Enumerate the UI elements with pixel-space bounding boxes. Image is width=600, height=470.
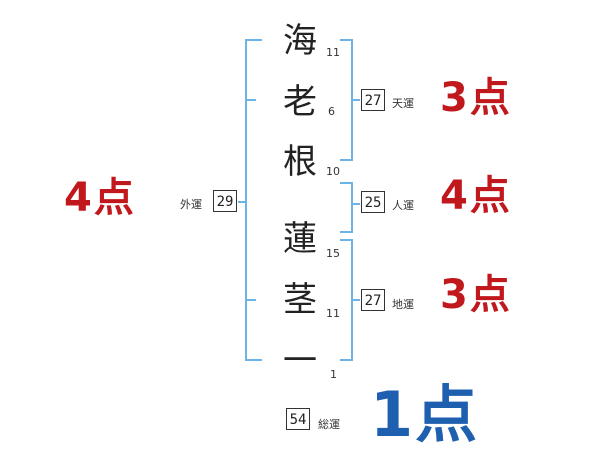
- outer-fortune-bracket: [245, 39, 262, 361]
- chiun-score: 3点: [440, 272, 512, 318]
- stroke-count-3: 10: [326, 165, 340, 178]
- jinun-bracket: [340, 182, 353, 233]
- souun-value-box: 54: [286, 408, 310, 430]
- gaiun-value-box: 29: [213, 190, 237, 212]
- name-char-4: 蓮: [283, 219, 317, 259]
- stroke-count-5: 11: [326, 307, 340, 320]
- gaiun-score: 4点: [64, 175, 136, 221]
- jinun-value-box: 25: [361, 191, 385, 213]
- name-char-2: 老: [283, 82, 317, 122]
- jinun-score: 4点: [440, 173, 512, 219]
- jinun-label: 人運: [392, 199, 414, 212]
- stroke-count-6: 1: [330, 368, 337, 381]
- stroke-count-1: 11: [326, 46, 340, 59]
- chiun-label: 地運: [392, 298, 414, 311]
- tenun-score: 3点: [440, 75, 512, 121]
- name-char-6: 一: [283, 341, 317, 381]
- souun-score: 1点: [370, 378, 480, 451]
- stroke-count-2: 6: [328, 105, 335, 118]
- name-char-5: 茎: [283, 280, 317, 320]
- gaiun-label: 外運: [180, 198, 202, 211]
- tenun-bracket: [340, 39, 353, 161]
- name-char-1: 海: [283, 21, 317, 61]
- tenun-value-box: 27: [361, 89, 385, 111]
- souun-label: 総運: [318, 418, 340, 431]
- tenun-label: 天運: [392, 97, 414, 110]
- chiun-value-box: 27: [361, 289, 385, 311]
- stroke-count-4: 15: [326, 247, 340, 260]
- name-char-3: 根: [283, 142, 317, 182]
- chiun-bracket: [340, 239, 353, 361]
